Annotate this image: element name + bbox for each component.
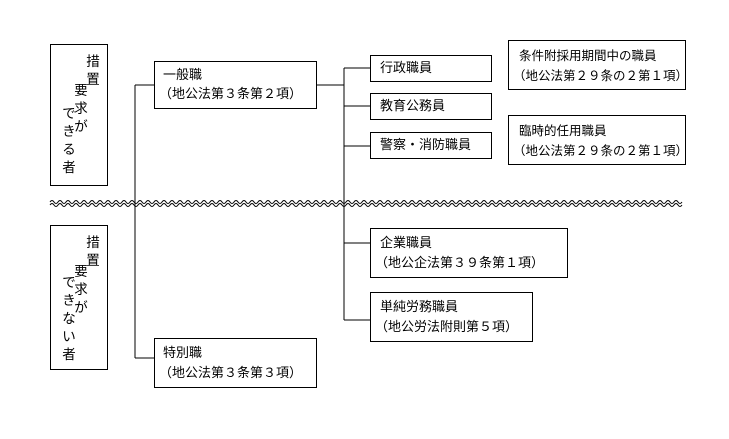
general-service-title: 一般職 — [163, 68, 203, 83]
char: 措 — [86, 54, 100, 70]
left-box-cannot-request: 措 置 要 求 が で き な い 者 — [50, 225, 108, 370]
char: る — [62, 142, 76, 158]
char: 置 — [86, 72, 100, 88]
education-staff-box: 教育公務員 — [370, 93, 492, 120]
simple-labor-staff-title: 単純労務職員 — [380, 300, 459, 315]
char: な — [62, 311, 76, 327]
enterprise-staff-box: 企業職員 （地公企法第３９条第１項） — [370, 228, 568, 278]
conditional-appointment-box: 条件附採用期間中の職員 （地公法第２９条の２第１項） — [508, 40, 689, 90]
simple-labor-staff-box: 単純労務職員 （地公労法附則第５項） — [370, 292, 533, 342]
char: 求 — [74, 101, 88, 117]
special-service-law: （地公法第３条第３項） — [159, 366, 303, 381]
temporary-appointment-box: 臨時的任用職員 （地公法第２９条の２第１項） — [508, 115, 689, 165]
temporary-appointment-law: （地公法第２９条の２第１項） — [513, 143, 689, 158]
temporary-appointment-title: 臨時的任用職員 — [519, 123, 607, 138]
char: で — [62, 106, 76, 122]
char: 要 — [74, 264, 88, 280]
conditional-appointment-law: （地公法第２９条の２第１項） — [513, 68, 689, 83]
conditional-appointment-title: 条件附採用期間中の職員 — [519, 48, 657, 63]
char: 求 — [74, 282, 88, 298]
education-staff-label: 教育公務員 — [380, 99, 446, 114]
police-fire-staff-box: 警察・消防職員 — [370, 132, 492, 159]
admin-staff-label: 行政職員 — [380, 61, 433, 76]
special-service-box: 特別職 （地公法第３条第３項） — [154, 338, 317, 388]
char: き — [62, 124, 76, 140]
char: き — [62, 293, 76, 309]
general-service-box: 一般職 （地公法第３条第２項） — [154, 61, 317, 109]
char: が — [74, 300, 88, 316]
simple-labor-staff-law: （地公労法附則第５項） — [375, 320, 519, 335]
char: 者 — [62, 160, 76, 176]
general-service-law: （地公法第３条第２項） — [159, 87, 303, 102]
left-box-can-request: 措 置 要 求 が で き る 者 — [50, 44, 108, 186]
char: い — [62, 329, 76, 345]
char: 者 — [62, 347, 76, 363]
admin-staff-box: 行政職員 — [370, 55, 492, 82]
enterprise-staff-law: （地公企法第３９条第１項） — [375, 256, 545, 271]
special-service-title: 特別職 — [163, 346, 203, 361]
char: 置 — [86, 253, 100, 269]
char: 措 — [86, 235, 100, 251]
wavy-separator — [49, 200, 683, 204]
char: で — [62, 275, 76, 291]
char: が — [74, 119, 88, 135]
enterprise-staff-title: 企業職員 — [380, 236, 433, 251]
police-fire-staff-label: 警察・消防職員 — [380, 138, 472, 153]
char: 要 — [74, 83, 88, 99]
